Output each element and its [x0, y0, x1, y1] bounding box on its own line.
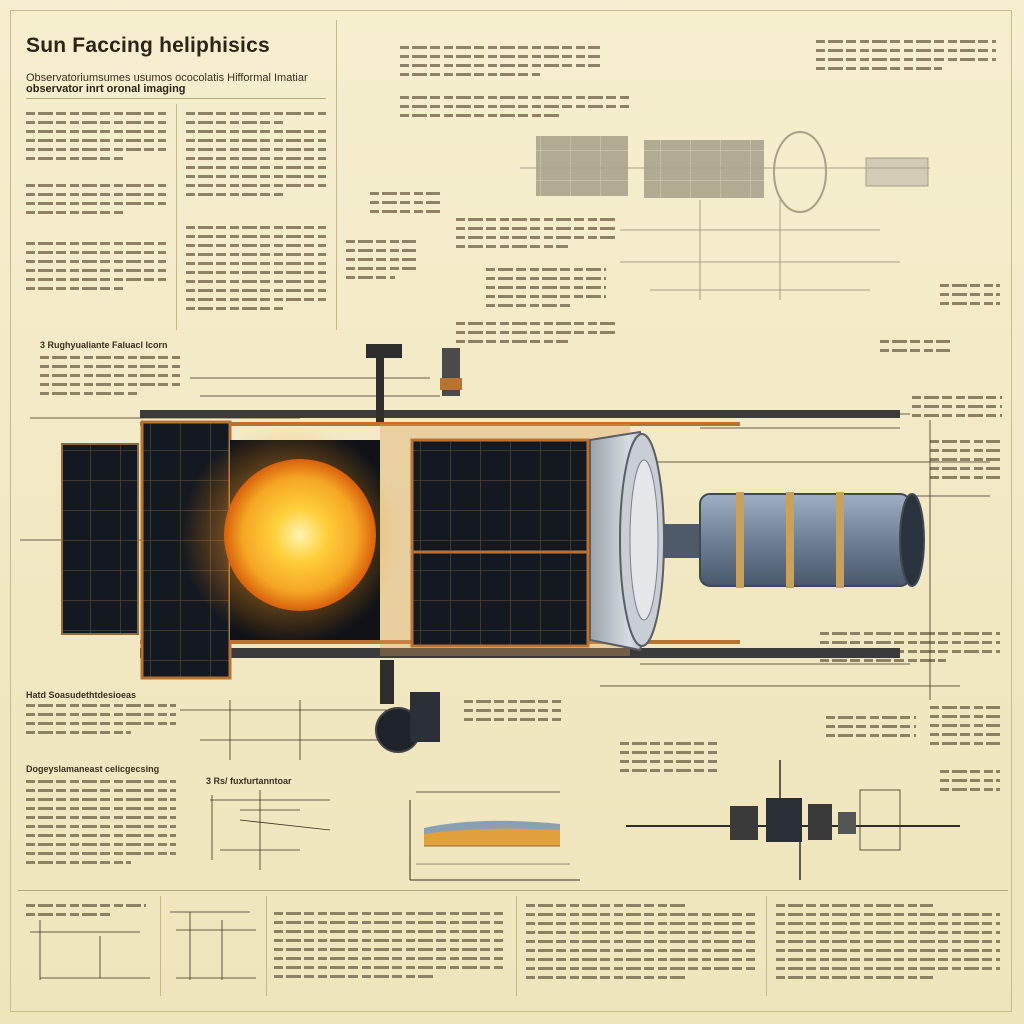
section-header: Hatd Soasudethtdesioeas	[26, 690, 137, 700]
footer-divider	[766, 896, 767, 996]
mast	[376, 356, 384, 422]
text-block	[26, 704, 176, 740]
text-block	[26, 184, 166, 220]
solar-panel-left	[61, 443, 139, 635]
footer-text	[526, 904, 756, 985]
text-block	[620, 742, 720, 778]
satellite-sketch	[520, 131, 930, 300]
text-block	[370, 192, 440, 219]
text-block	[26, 112, 166, 166]
footer-text	[776, 904, 1000, 985]
footer-text	[26, 904, 146, 922]
text-block	[816, 40, 996, 76]
text-block	[456, 322, 616, 349]
copper-rail	[140, 422, 740, 426]
footer-rule	[18, 890, 1008, 891]
text-block	[486, 268, 606, 313]
page-title: Sun Faccing heliphisics	[26, 34, 270, 57]
text-block	[456, 218, 616, 254]
section-header: Dogeyslamaneast celicgecsing	[26, 764, 160, 774]
sun-icon	[224, 459, 376, 611]
text-block	[880, 340, 950, 358]
subtitle-line-2: observator inrt oronal imaging	[26, 83, 186, 95]
satellite-icon	[626, 760, 960, 880]
text-block	[346, 240, 416, 285]
text-block	[940, 284, 1000, 311]
text-block	[400, 96, 630, 123]
text-block	[826, 716, 916, 743]
text-block	[186, 226, 326, 316]
text-block	[464, 700, 564, 727]
footer-divider	[516, 896, 517, 996]
mini-plot	[210, 790, 331, 870]
footer-divider	[266, 896, 267, 996]
telescope-tube	[699, 493, 911, 587]
text-block	[820, 632, 1000, 668]
text-block	[912, 396, 1002, 423]
text-block	[930, 706, 1000, 751]
text-block	[40, 356, 180, 401]
text-block	[26, 242, 166, 296]
tube-mount	[664, 524, 704, 558]
text-block	[26, 780, 176, 870]
text-block	[930, 440, 1000, 485]
title-rule	[26, 98, 326, 99]
section-header: 3 Rughyualiante Faluacl lcorn	[40, 340, 168, 350]
footer-text	[274, 912, 504, 984]
subtitle-line-1: Observatoriumsumes usumos ococolatis Hif…	[26, 72, 308, 84]
profile-chart	[409, 791, 580, 881]
column-divider	[336, 20, 337, 330]
truss-bottom	[140, 648, 900, 658]
page-frame	[10, 10, 1012, 1012]
text-block	[940, 770, 1000, 797]
text-block	[400, 46, 600, 82]
chart-caption: 3 Rs/ fuxfurtanntoar	[206, 776, 292, 786]
footer-sketch	[30, 911, 256, 980]
text-block	[186, 112, 326, 202]
footer-divider	[160, 896, 161, 996]
truss-top	[140, 410, 900, 418]
column-divider	[176, 104, 177, 330]
solar-panel-center	[410, 438, 590, 648]
